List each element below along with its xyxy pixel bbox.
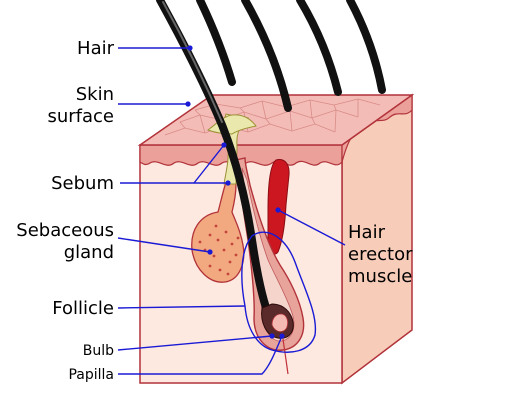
label-sebaceous-2: gland [64, 242, 114, 263]
dermal-papilla [271, 313, 289, 333]
label-erector-1: Hair [348, 222, 386, 243]
background-hairs [196, 0, 386, 112]
label-hair: Hair [77, 38, 115, 59]
sebaceous-gland-shape [191, 181, 245, 283]
skin-top-face [137, 94, 415, 146]
gland-cells [198, 224, 240, 276]
leader-lines [117, 45, 346, 375]
label-papilla: Papilla [68, 367, 114, 383]
label-skin-surface-2: surface [47, 106, 114, 127]
labels: Hair Skin surface Sebum Sebaceous gland … [16, 38, 413, 383]
label-erector-2: erector [348, 244, 413, 265]
label-skin-surface-1: Skin [76, 84, 114, 105]
label-sebaceous-1: Sebaceous [16, 220, 114, 241]
erector-muscle [267, 159, 290, 255]
label-sebum: Sebum [51, 173, 114, 194]
main-hair-highlight [162, 1, 223, 123]
label-follicle: Follicle [52, 298, 114, 319]
main-hair-shaft [156, 0, 274, 322]
label-erector-3: muscle [348, 266, 412, 287]
label-bulb: Bulb [83, 343, 114, 359]
